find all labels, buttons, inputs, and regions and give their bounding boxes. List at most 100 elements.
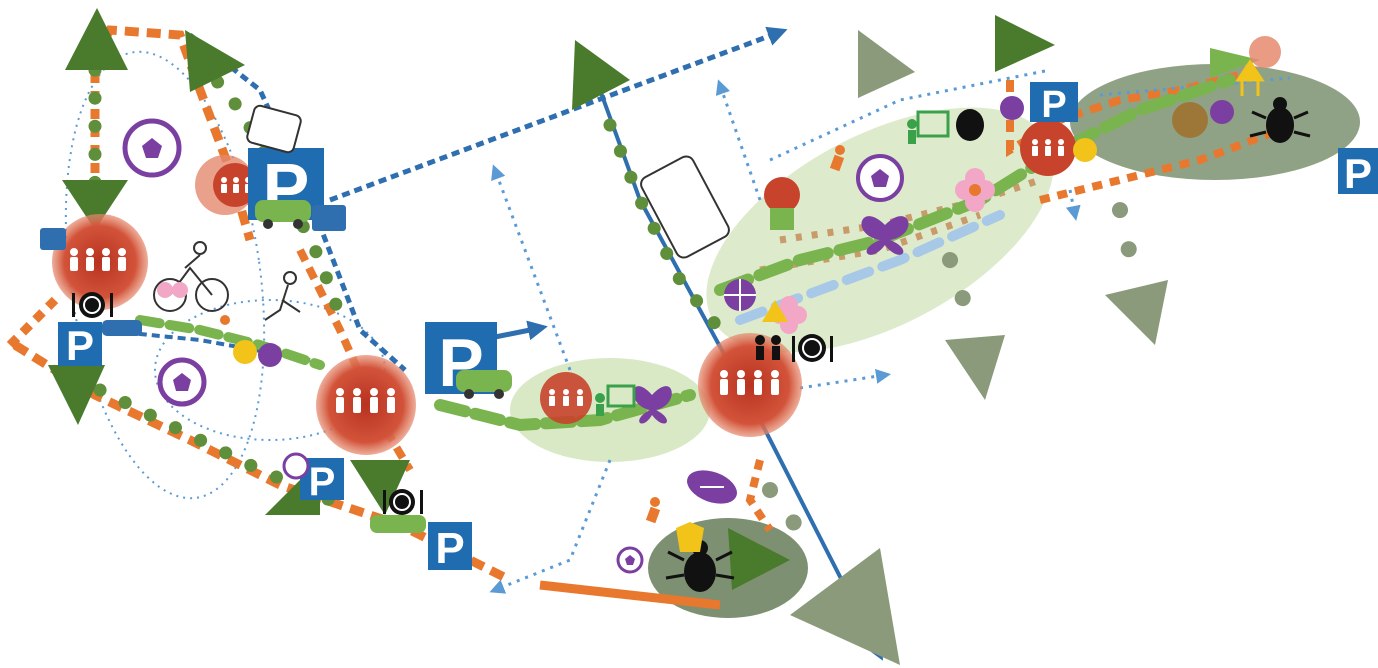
green-dots-south xyxy=(93,383,337,507)
grey-triangle-north xyxy=(858,30,915,98)
hub-centre-west xyxy=(316,355,416,455)
people-group-icon xyxy=(221,177,251,193)
playground-icon xyxy=(1235,59,1265,96)
classroom-icon xyxy=(907,110,950,144)
car-icon xyxy=(102,320,142,336)
football-icon xyxy=(856,154,904,202)
zone-centre xyxy=(510,358,710,462)
parking-icon: P xyxy=(1030,82,1078,126)
football-icon xyxy=(122,118,182,178)
grey-triangle-east xyxy=(1105,280,1168,345)
hub-north xyxy=(195,155,257,215)
restaurant-icon xyxy=(755,334,833,362)
people-group-icon xyxy=(336,388,395,413)
bugs-playgrounds xyxy=(595,59,1311,592)
playground-icon xyxy=(676,522,704,552)
green-triangle-north-centre xyxy=(572,40,630,110)
sun-icon xyxy=(233,138,1097,364)
basketball-icon xyxy=(1210,100,1234,124)
lb-arrow-east xyxy=(799,368,891,390)
green-dots-central xyxy=(603,118,727,337)
footballs xyxy=(122,118,904,574)
restaurant-icon xyxy=(383,489,423,515)
green-triangle-west-down xyxy=(62,180,128,230)
balls xyxy=(258,96,1234,504)
bug-icon xyxy=(1249,97,1311,143)
nature-icons xyxy=(157,102,1208,424)
grey-dots-east-2 xyxy=(942,252,973,313)
orange-route-west-descent xyxy=(90,55,105,291)
parking-letter: P xyxy=(1041,84,1066,126)
grey-triangle-south-big xyxy=(790,548,900,665)
lb-arrow-ne xyxy=(1065,189,1081,221)
runner-icon xyxy=(220,315,230,325)
basketball-icon xyxy=(724,279,756,311)
green-triangle-nw-right xyxy=(185,30,245,92)
grey-dots-east xyxy=(1112,202,1138,263)
direction-triangles xyxy=(48,8,1260,665)
people-group-icon xyxy=(720,370,779,395)
butterfly-icon xyxy=(633,386,672,424)
car-icon xyxy=(456,370,512,399)
flower-icon xyxy=(157,282,188,298)
parking-icon: P xyxy=(58,322,102,369)
hub-far-east-small xyxy=(1249,36,1281,68)
people-group-icon xyxy=(549,389,583,406)
football-icon xyxy=(616,546,644,574)
green-triangle-nw-up xyxy=(65,8,128,70)
bus-icon xyxy=(640,155,730,259)
parking-signs: P P P P P P P xyxy=(58,82,1378,573)
car-icon xyxy=(255,200,311,229)
rugby-ball-icon xyxy=(687,470,737,504)
hub-east xyxy=(698,333,802,437)
zone-west-loop xyxy=(64,50,266,500)
bus-icon xyxy=(40,228,66,250)
orange-route-south-solid xyxy=(539,580,721,610)
car-icon xyxy=(370,515,426,533)
hub-centre xyxy=(540,372,592,424)
grey-triangle-mid xyxy=(945,335,1005,400)
grey-dotted-lines xyxy=(762,202,1138,553)
basketball-icon xyxy=(1000,96,1024,120)
parking-letter: P xyxy=(309,460,336,504)
green-triangle-ne xyxy=(995,15,1055,72)
football-icon xyxy=(157,357,207,407)
orange-route-mid xyxy=(745,459,774,533)
hand-print-icon xyxy=(1172,102,1208,138)
basketball-icon xyxy=(258,343,282,367)
green-arrow-east xyxy=(1210,48,1260,78)
people-group-icon xyxy=(70,248,126,271)
butterfly-icon xyxy=(861,216,909,255)
football-icon xyxy=(282,452,310,480)
parking-letter: P xyxy=(435,524,464,573)
vehicles xyxy=(40,104,730,533)
runner-icon xyxy=(264,271,301,321)
orange-route-south-loop xyxy=(12,341,513,585)
hub-west xyxy=(52,214,148,310)
playground-icon xyxy=(762,300,788,322)
runner-icon xyxy=(645,497,661,524)
parking-letter: P xyxy=(66,322,94,369)
classroom-icon xyxy=(595,384,636,416)
light-blue-dotted-arrows xyxy=(489,68,1291,594)
tree-icon xyxy=(764,177,800,230)
parking-icon: P xyxy=(1338,148,1378,197)
green-triangle-south-zone xyxy=(728,528,790,590)
grey-dots-south xyxy=(762,482,818,553)
people-group-icon xyxy=(1032,139,1064,156)
hub-northeast xyxy=(1020,120,1076,176)
lb-arrow-up-centre xyxy=(491,164,572,371)
bus-icon xyxy=(312,205,346,231)
flower-icon xyxy=(955,168,995,212)
blue-route-central xyxy=(598,89,883,661)
lb-arrow-down-left xyxy=(489,459,612,594)
zone-northeast-dark xyxy=(1070,64,1360,180)
green-triangle-sw xyxy=(48,365,105,425)
restaurant-icon xyxy=(72,292,113,318)
orange-route-east-lower xyxy=(1039,126,1282,204)
orange-route-corridor xyxy=(779,176,1042,244)
parking-icon: P xyxy=(428,522,472,573)
orange-route-west-spur xyxy=(6,296,59,349)
bug-icon xyxy=(956,109,984,141)
